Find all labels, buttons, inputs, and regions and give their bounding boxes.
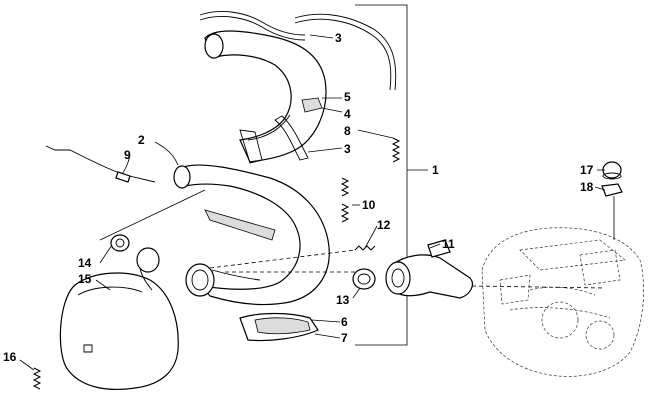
manifold (385, 239, 473, 299)
engine-ghost (481, 227, 644, 377)
callout-5: 5 (344, 90, 351, 104)
muffler (59, 247, 179, 391)
callout-3-top: 3 (335, 31, 342, 45)
callout-14: 14 (78, 256, 92, 270)
strap-top (199, 11, 306, 41)
cable-9 (45, 145, 156, 183)
gasket-13 (352, 268, 376, 290)
heat-shield-lower (239, 312, 319, 342)
strap-lower (274, 115, 309, 161)
callout-13: 13 (336, 293, 350, 307)
gasket-14 (110, 234, 130, 252)
callout-4: 4 (344, 107, 351, 121)
strap-right-top (294, 13, 397, 91)
spring-8 (391, 137, 401, 163)
callout-10: 10 (362, 198, 376, 212)
springs-10 (340, 177, 350, 223)
assembly-bracket (355, 4, 428, 346)
leader-lines (19, 34, 606, 371)
callout-2: 2 (138, 133, 145, 147)
exhaust-pipe (173, 164, 330, 306)
callout-9: 9 (124, 148, 131, 162)
callout-7: 7 (341, 331, 348, 345)
heat-shield-upper (204, 30, 327, 164)
callout-18: 18 (580, 180, 594, 194)
callout-12: 12 (377, 218, 391, 232)
callout-15: 15 (78, 272, 92, 286)
callout-8: 8 (344, 124, 351, 138)
callout-17: 17 (580, 163, 594, 177)
assembly-guides (99, 189, 606, 289)
callout-1: 1 (432, 163, 439, 177)
callout-11: 11 (442, 237, 455, 251)
cap-17 (602, 161, 622, 180)
bracket-18 (601, 183, 623, 240)
callout-6: 6 (341, 315, 348, 329)
spring-16 (32, 367, 42, 390)
callout-3-lower: 3 (344, 142, 351, 156)
callout-16: 16 (3, 350, 17, 364)
